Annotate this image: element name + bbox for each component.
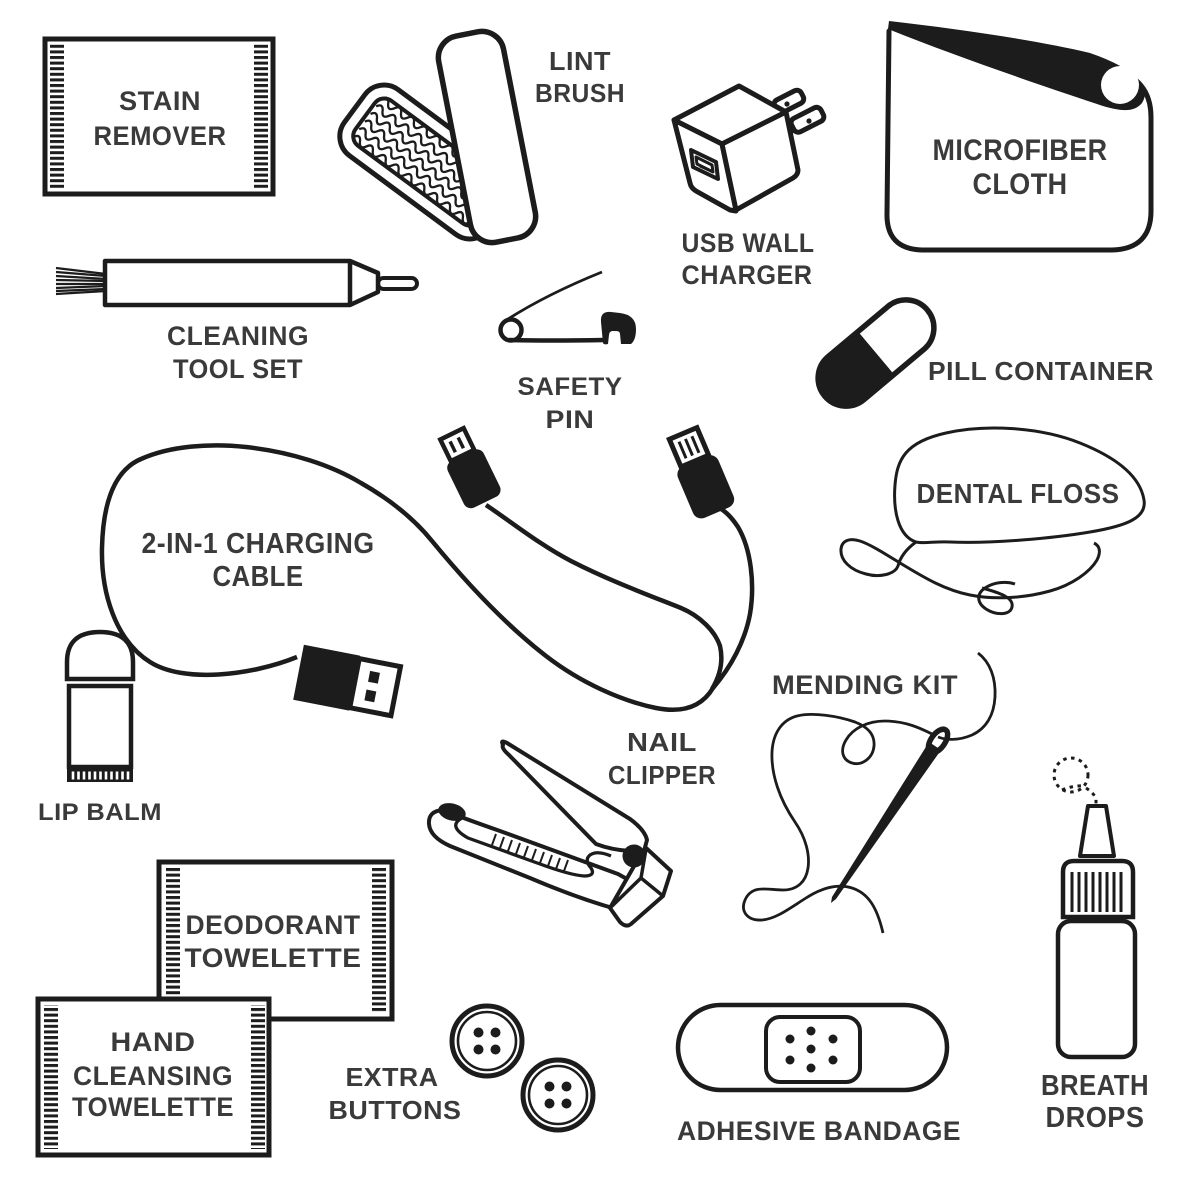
svg-text:CHARGER: CHARGER bbox=[682, 260, 813, 290]
svg-text:STAIN: STAIN bbox=[119, 86, 201, 116]
svg-text:MICROFIBER: MICROFIBER bbox=[933, 134, 1108, 167]
svg-text:CLEANSING: CLEANSING bbox=[73, 1061, 233, 1091]
svg-text:CLOTH: CLOTH bbox=[973, 168, 1068, 201]
svg-text:PILL CONTAINER: PILL CONTAINER bbox=[928, 356, 1154, 386]
svg-text:LIP BALM: LIP BALM bbox=[38, 799, 162, 826]
svg-text:ADHESIVE BANDAGE: ADHESIVE BANDAGE bbox=[677, 1116, 961, 1146]
svg-text:2-IN-1 CHARGING: 2-IN-1 CHARGING bbox=[142, 528, 375, 560]
svg-text:TOWELETTE: TOWELETTE bbox=[185, 943, 362, 973]
svg-text:BREATH: BREATH bbox=[1041, 1070, 1149, 1102]
svg-text:SAFETY: SAFETY bbox=[518, 373, 623, 401]
svg-text:TOOL SET: TOOL SET bbox=[173, 354, 303, 384]
svg-text:DROPS: DROPS bbox=[1046, 1102, 1145, 1134]
svg-text:BRUSH: BRUSH bbox=[535, 78, 625, 108]
svg-text:REMOVER: REMOVER bbox=[94, 121, 227, 151]
svg-text:TOWELETTE: TOWELETTE bbox=[72, 1092, 234, 1122]
svg-text:MENDING KIT: MENDING KIT bbox=[772, 670, 958, 700]
svg-text:DEODORANT: DEODORANT bbox=[186, 910, 361, 940]
svg-text:PIN: PIN bbox=[546, 406, 595, 434]
svg-text:CLEANING: CLEANING bbox=[167, 321, 309, 351]
svg-text:BUTTONS: BUTTONS bbox=[329, 1095, 462, 1125]
svg-text:LINT: LINT bbox=[549, 46, 611, 76]
svg-text:CABLE: CABLE bbox=[213, 561, 304, 593]
svg-text:NAIL: NAIL bbox=[627, 727, 697, 757]
svg-text:EXTRA: EXTRA bbox=[346, 1062, 439, 1092]
svg-text:USB WALL: USB WALL bbox=[682, 228, 815, 258]
svg-text:CLIPPER: CLIPPER bbox=[608, 760, 716, 790]
svg-text:HAND: HAND bbox=[111, 1027, 196, 1057]
svg-text:DENTAL FLOSS: DENTAL FLOSS bbox=[917, 478, 1120, 509]
